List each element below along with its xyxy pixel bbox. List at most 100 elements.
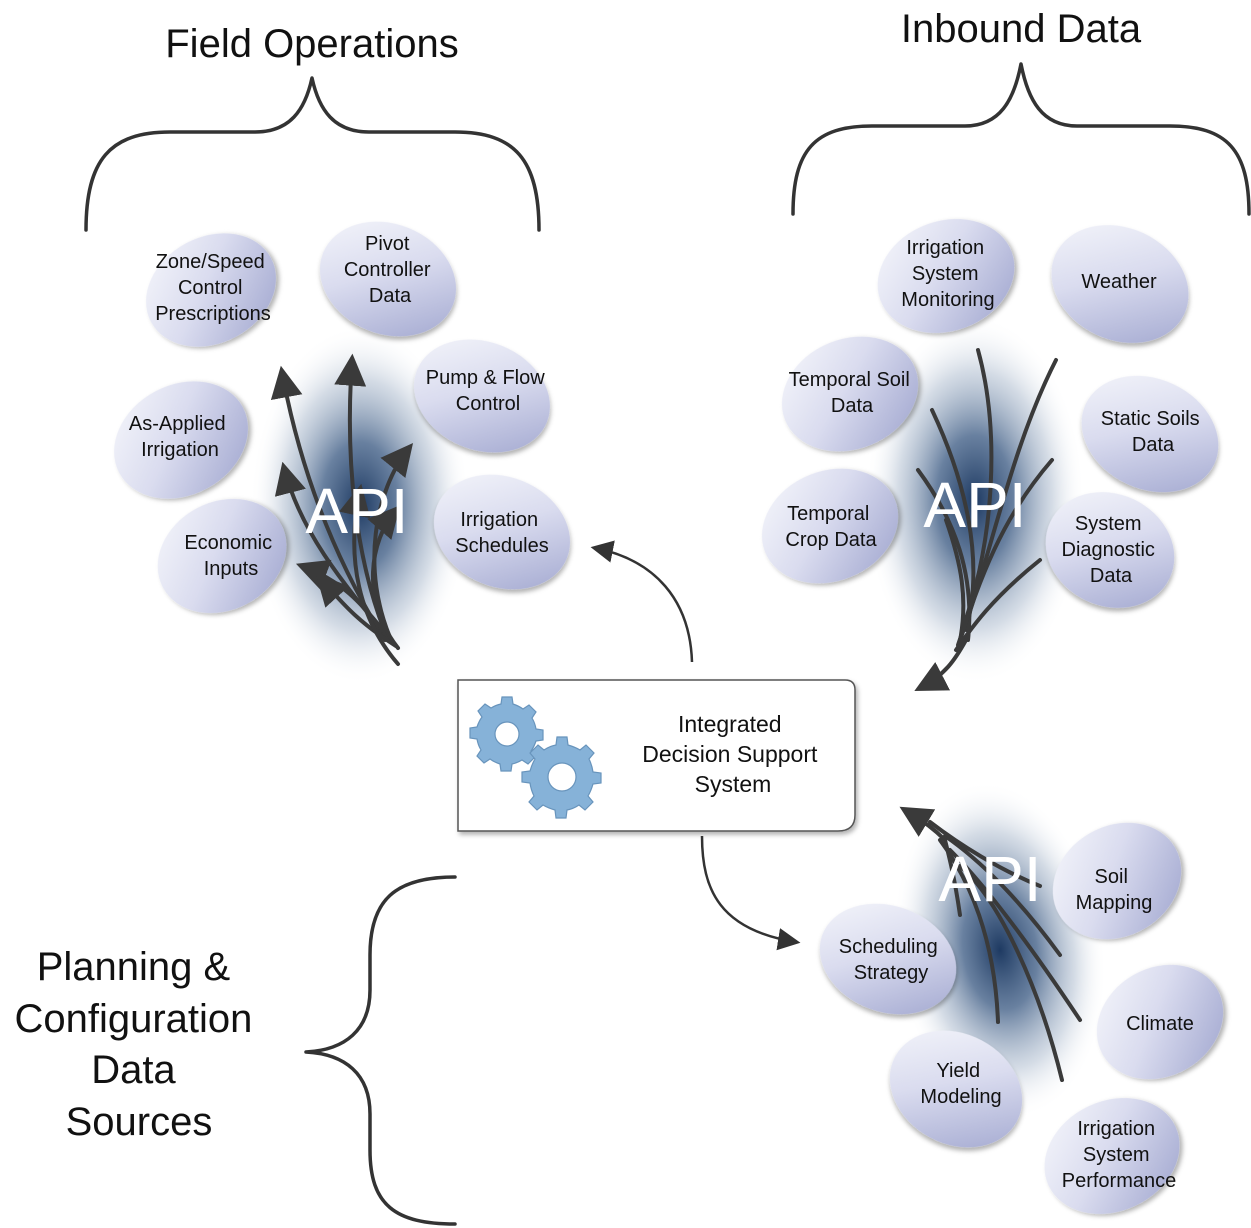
- bubble-label-line: Scheduling: [839, 936, 938, 958]
- field-operations-api-strands: [270, 353, 414, 666]
- dss-title-line: Decision Support: [642, 741, 818, 767]
- planning-title: Planning & Configuration Data Sources: [14, 945, 263, 1144]
- planning-bubble-4: Yield Modeling: [889, 1030, 1023, 1148]
- arrow-dss-to-planning: [700, 835, 801, 951]
- field-operations-api-label: API: [305, 475, 408, 547]
- bubble-label-line: Economic: [184, 532, 272, 554]
- svg-text:Integrated Decision Supp: Integrated Decision Support System: [642, 711, 824, 797]
- bubble-label-line: Mapping: [1076, 892, 1153, 914]
- bubble-label-line: Pivot: [365, 233, 410, 255]
- bubble-label-line: Modeling: [920, 1086, 1001, 1108]
- svg-text:Temporal Crop Data: Temporal Crop Data: [785, 503, 877, 551]
- bubble-label-line: Zone/Speed: [156, 251, 265, 273]
- planning-title-line: Configuration: [14, 997, 252, 1041]
- svg-text:As-Applied Irrigation: As-Applied Irrigation: [129, 413, 231, 461]
- bubble-label-line: Strategy: [854, 962, 928, 984]
- bubble-label-line: Inputs: [204, 558, 258, 580]
- planning-group: Planning & Configuration Data Sources So…: [14, 781, 1224, 1226]
- svg-text:Irrigation System: Irrigation System Monitoring: [901, 237, 994, 311]
- bubble-label-line: Data: [831, 395, 874, 417]
- bubble-label-line: Data: [1090, 565, 1133, 587]
- field-operations-brace: [84, 76, 541, 232]
- dss-title-line: System: [695, 771, 772, 797]
- bubble-label-line: System: [1075, 513, 1142, 535]
- bubble-label-line: Soil: [1095, 866, 1128, 888]
- bubble-label-line: Static Soils: [1101, 408, 1200, 430]
- planning-bubble-1: Soil Mapping: [1052, 822, 1182, 940]
- planning-title-line: Sources: [66, 1100, 213, 1144]
- inbound-data-title: Inbound Data: [901, 7, 1142, 51]
- field-operations-bubble-5: Irrigation Schedules: [433, 474, 571, 590]
- planning-brace: [304, 875, 457, 1226]
- bubble-label-line: Controller: [344, 259, 431, 281]
- svg-text:Zone/Speed Control: Zone/Speed Control Prescriptions: [155, 251, 271, 325]
- bubble-label-line: Yield: [936, 1060, 980, 1082]
- field-operations-bubble-3: Pump & Flow Control: [414, 339, 551, 453]
- inbound-data-bubble-3: Temporal Soil Data: [781, 336, 919, 452]
- inbound-data-api-label: API: [923, 469, 1026, 541]
- bubble-label-line: Irrigation: [906, 237, 984, 259]
- decision-support-system-box: Integrated Decision Support System: [457, 679, 856, 832]
- bubble-label-line: Monitoring: [901, 289, 994, 311]
- inbound-data-group: Inbound Data Irrigation System Monitorin…: [761, 7, 1251, 691]
- inbound-data-bubble-6: System Diagnostic Data: [1045, 492, 1175, 608]
- svg-text:System Diagnostic: System Diagnostic Data: [1062, 513, 1161, 587]
- bubble-label-line: Data: [369, 285, 412, 307]
- svg-text:Irrigation Schedules: Irrigation Schedules: [455, 509, 548, 557]
- planning-title-line: Data: [91, 1048, 176, 1092]
- bubble-label-line: As-Applied: [129, 413, 226, 435]
- svg-text:Weather: Weather: [1081, 271, 1157, 293]
- bubble-label-line: Prescriptions: [155, 303, 271, 325]
- bubble-label-line: Temporal Soil: [789, 369, 910, 391]
- svg-text:Scheduling Strategy: Scheduling Strategy: [839, 936, 944, 984]
- inbound-data-api-glow: [865, 315, 1085, 685]
- gears-icon: [469, 696, 602, 819]
- planning-bubble-5: Irrigation System Performance: [1044, 1098, 1180, 1214]
- inbound-data-brace: [791, 62, 1251, 216]
- svg-text:Climate: Climate: [1126, 1013, 1194, 1035]
- bubble-label-line: Schedules: [455, 535, 548, 557]
- svg-text:Economic Inputs: Economic Inputs: [184, 532, 277, 580]
- field-operations-bubble-2: Pivot Controller Data: [319, 221, 457, 337]
- bubble-label-line: Irrigation: [1077, 1118, 1155, 1140]
- bubble-label-line: Performance: [1062, 1170, 1177, 1192]
- planning-title-line: Planning &: [37, 945, 231, 989]
- planning-bubble-2: Scheduling Strategy: [819, 903, 957, 1015]
- planning-bubble-3: Climate: [1096, 964, 1224, 1080]
- inbound-data-bubble-4: Static Soils Data: [1081, 375, 1219, 493]
- arrow-dss-to-field-operations: [590, 540, 694, 663]
- svg-text:Soil Mapping: Soil Mapping: [1076, 866, 1153, 914]
- field-operations-bubble-6: Economic Inputs: [157, 498, 287, 614]
- bubble-label-line: Data: [1132, 434, 1175, 456]
- bubble-label-line: Climate: [1126, 1013, 1194, 1035]
- bubble-label-line: Control: [456, 393, 520, 415]
- bubble-label-line: Irrigation: [141, 439, 219, 461]
- inbound-data-api-strands: [914, 348, 1058, 691]
- bubble-label-line: Temporal: [787, 503, 869, 525]
- bubble-label-line: Irrigation: [460, 509, 538, 531]
- bubble-label-line: Pump & Flow: [426, 367, 545, 389]
- svg-text:Irrigation System: Irrigation System Performance: [1062, 1118, 1177, 1192]
- bubble-label-line: Crop Data: [785, 529, 877, 551]
- bubble-label-line: System: [1083, 1144, 1150, 1166]
- planning-api-strands: [899, 806, 1082, 1082]
- field-operations-title: Field Operations: [165, 22, 458, 66]
- bubble-label-line: Diagnostic: [1062, 539, 1155, 561]
- field-operations-group: Field Operations Zone/Speed Control Pres…: [84, 22, 571, 685]
- bubble-label-line: Control: [178, 277, 242, 299]
- svg-text:Yield Modeling: Yield Modeling: [920, 1060, 1001, 1108]
- inbound-data-bubble-1: Irrigation System Monitoring: [877, 219, 1015, 333]
- bubble-label-line: Weather: [1081, 271, 1157, 293]
- field-operations-bubble-4: As-Applied Irrigation: [114, 381, 248, 499]
- svg-text:Temporal Soil Data: Temporal Soil Data: [789, 369, 916, 417]
- bubble-label-line: System: [912, 263, 979, 285]
- svg-text:Pivot Controller: Pivot Controller Data: [344, 233, 436, 307]
- dss-title-line: Integrated: [678, 711, 782, 737]
- svg-text:Static Soils Data: Static Soils Data: [1101, 408, 1206, 456]
- field-operations-bubble-1: Zone/Speed Control Prescriptions: [146, 233, 276, 347]
- planning-api-label: API: [938, 843, 1041, 915]
- inbound-data-bubble-2: Weather: [1051, 225, 1189, 343]
- inbound-data-bubble-5: Temporal Crop Data: [761, 468, 899, 584]
- svg-text:Pump & Flow Control: Pump & Flow Control: [426, 367, 551, 415]
